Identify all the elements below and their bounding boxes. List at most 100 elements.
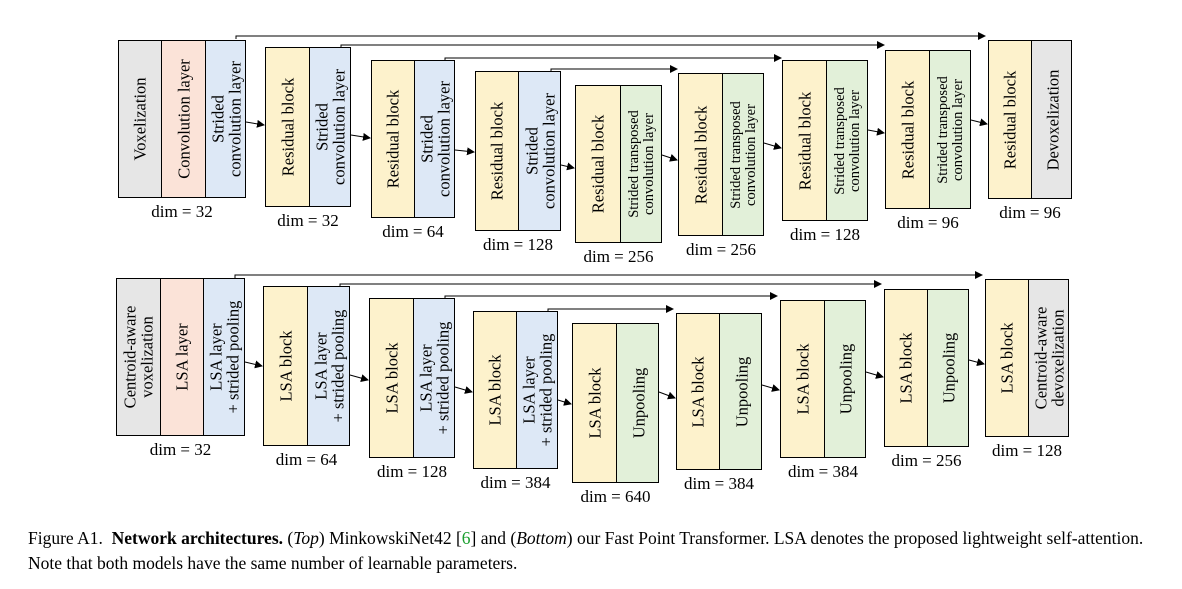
bottom-flow-arrow-6 [761, 384, 780, 392]
top-skip-connection-2 [340, 41, 885, 49]
layer-label: Unpooling [939, 332, 959, 404]
bottom-dim-label-7: dim = 384 [787, 462, 859, 481]
top-dim-label-5: dim = 256 [583, 247, 654, 266]
top-flow-arrow-5 [661, 153, 678, 162]
bottom-block-8-layer-1: LSA block [885, 290, 927, 446]
top-block-3-layer-1: Residual block [372, 61, 414, 217]
layer-label: Residual block [897, 80, 917, 179]
bottom-flow-arrow-8 [968, 358, 985, 367]
layer-label: LSA block [688, 355, 708, 428]
layer-label: Residual block [794, 91, 814, 190]
bottom-block-3-layer-2: LSA layer+ strided pooling [413, 299, 454, 457]
bottom-block-7-layer-2: Unpooling [824, 301, 865, 457]
top-skip-connection-4 [550, 65, 678, 73]
bottom-flow-arrow-3 [454, 386, 473, 394]
top-flow-arrow-7 [867, 127, 885, 136]
layer-label: Residual block [383, 89, 403, 189]
bottom-skip-connection-2 [339, 280, 882, 288]
bottom-dim-label-2: dim = 64 [275, 450, 338, 469]
citation-link[interactable]: 6 [461, 528, 471, 548]
layer-label: LSA layer+ strided pooling [519, 333, 556, 447]
top-block-9-layer-2: Devoxelization [1031, 41, 1071, 198]
layer-label: Residual block [1000, 70, 1020, 169]
layer-label: Unpooling [731, 356, 751, 427]
bottom-block-3: LSA block LSA layer+ strided pooling [369, 298, 455, 458]
bottom-flow-arrow-4 [557, 398, 572, 406]
top-flow-arrow-8 [970, 118, 988, 127]
top-dim-label-4: dim = 128 [482, 235, 554, 254]
layer-label: Residual block [690, 105, 710, 204]
bottom-skip-connection-4 [547, 305, 674, 313]
top-block-9: Residual block Devoxelization [988, 40, 1072, 199]
layer-label: Devoxelization [1042, 69, 1062, 170]
layer-label: Residual block [487, 101, 507, 201]
top-block-4-layer-1: Residual block [476, 72, 518, 230]
bottom-dim-label-1: dim = 32 [149, 440, 212, 459]
bottom-block-2-layer-1: LSA block [264, 287, 307, 445]
top-dim-label-9: dim = 96 [999, 203, 1061, 222]
layer-label: LSA block [381, 342, 401, 414]
bottom-skip-connection-3 [444, 292, 778, 300]
bottom-block-1-layer-3: LSA layer+ strided pooling [203, 279, 244, 435]
top-dim-label-7: dim = 128 [789, 225, 861, 244]
top-block-8-layer-1: Residual block [886, 51, 929, 208]
caption-bottom-label: Bottom [516, 528, 567, 548]
bottom-block-9-layer-1: LSA block [986, 280, 1028, 436]
top-block-6-layer-1: Residual block [679, 74, 722, 235]
caption-title: Network architectures. [111, 528, 284, 548]
bottom-flow-arrow-1 [244, 360, 263, 369]
top-flow-arrow-6 [763, 142, 782, 150]
top-block-2-layer-1: Residual block [266, 48, 309, 206]
top-block-1-layer-1: Voxelization [119, 41, 161, 197]
layer-label: LSA layer [172, 323, 192, 391]
top-skip-connection-1 [235, 32, 986, 40]
layer-label: LSA block [584, 367, 604, 439]
bottom-dim-label-6: dim = 384 [683, 474, 755, 493]
bottom-block-3-layer-1: LSA block [370, 299, 413, 457]
layer-label: Residual block [277, 77, 297, 177]
bottom-block-6-layer-1: LSA block [677, 314, 719, 469]
bottom-dim-label-8: dim = 256 [891, 451, 962, 470]
top-dim-label-8: dim = 96 [897, 213, 959, 232]
layer-label: LSA layer+ strided pooling [416, 321, 453, 435]
bottom-block-4-layer-1: LSA block [474, 312, 516, 468]
layer-label: Convolution layer [173, 59, 193, 179]
top-flow-arrow-2 [350, 132, 371, 141]
top-skip-connection-3 [444, 54, 782, 62]
caption-text-rest: ) our Fast Point Transformer. LSA denote… [28, 528, 1144, 573]
caption-top-label: Top [293, 528, 319, 548]
top-dim-label-2: dim = 32 [277, 211, 339, 230]
bottom-block-4: LSA block LSA layer+ strided pooling [473, 311, 558, 469]
layer-label: LSA block [896, 332, 916, 404]
bottom-flow-arrow-5 [658, 391, 676, 400]
bottom-block-8-layer-2: Unpooling [927, 290, 968, 446]
bottom-block-4-layer-2: LSA layer+ strided pooling [516, 312, 557, 468]
top-flow-arrow-4 [560, 162, 575, 171]
bottom-dim-label-3: dim = 128 [376, 462, 448, 481]
layer-label: LSA block [485, 354, 505, 426]
bottom-block-1-layer-2: LSA layer [160, 279, 203, 435]
layer-label: Voxelization [130, 77, 150, 161]
